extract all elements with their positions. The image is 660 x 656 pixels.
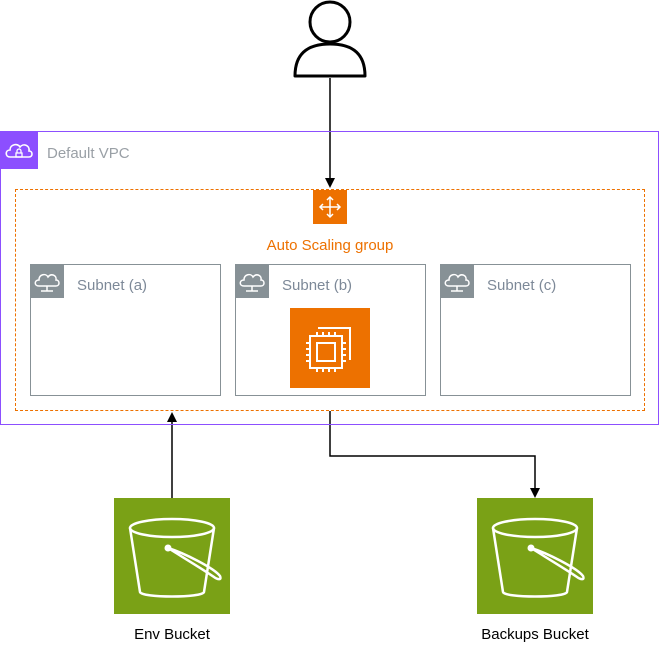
backups-bucket-label: Backups Bucket <box>481 626 589 643</box>
asg-title: Auto Scaling group <box>266 237 394 254</box>
vpc-title: Default VPC <box>47 145 130 162</box>
subnet-cloud-icon <box>30 264 64 298</box>
auto-scaling-icon <box>313 190 347 224</box>
subnet-label: Subnet (a) <box>77 277 148 294</box>
subnet-label: Subnet (b) <box>282 277 353 294</box>
subnet-cloud-icon <box>440 264 474 298</box>
instance-to-backups-arrow <box>329 411 540 498</box>
auto-scaling-group <box>15 189 645 411</box>
env-bucket-icon <box>114 498 230 614</box>
ec2-instance-icon <box>290 308 370 388</box>
user-icon <box>293 0 367 78</box>
vpc-cloud-icon <box>0 131 38 169</box>
subnet-cloud-icon <box>235 264 269 298</box>
vpc-group <box>0 131 659 425</box>
backups-bucket-icon <box>477 498 593 614</box>
env-bucket-label: Env Bucket <box>134 626 210 643</box>
subnet-label: Subnet (c) <box>487 277 557 294</box>
